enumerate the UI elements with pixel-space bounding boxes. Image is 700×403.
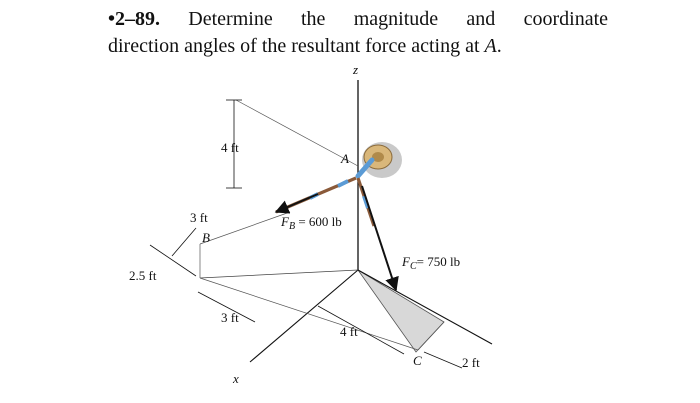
ground-triangle: [357, 269, 445, 353]
problem-statement: •2–89. Determine the magnitude and coord…: [108, 6, 608, 60]
wall-plate-hub: [372, 152, 384, 162]
problem-word-3: magnitude: [353, 8, 439, 30]
problem-point-a: A: [484, 35, 497, 57]
dim-height-label: 4 ft: [221, 140, 239, 155]
force-c-label: FC= 750 lb: [401, 254, 460, 272]
force-c-subscript: C: [410, 261, 417, 272]
problem-line-1: •2–89. Determine the magnitude and coord…: [108, 6, 608, 33]
base-line-b: [199, 269, 359, 279]
construction-line-b-c: [199, 277, 419, 351]
dim-c-x-label: 2 ft: [462, 355, 480, 370]
force-b-label: FB = 600 lb: [280, 214, 342, 232]
force-c-value: = 750 lb: [417, 254, 460, 269]
dim-c-x-line: [423, 351, 463, 369]
dim-x-line: [197, 291, 256, 323]
construction-line-top: [235, 99, 359, 167]
problem-word-1: Determine: [188, 8, 273, 30]
point-c-label: C: [413, 353, 422, 368]
problem-word-2: the: [300, 8, 326, 30]
problem-number: •2–89.: [108, 8, 161, 30]
dim-b-x-label: 3 ft: [190, 210, 208, 225]
force-b-symbol: F: [280, 214, 290, 229]
y-axis-ground: [357, 269, 493, 345]
dim-c-y-line: [317, 305, 405, 355]
c-to-ground-line: [417, 321, 445, 351]
x-axis: [249, 269, 359, 363]
construction-line-b-top: [199, 211, 291, 245]
dim-c-y-label: 4 ft: [340, 324, 358, 339]
cable-b-blue-segment: [337, 179, 349, 188]
force-c-arrow: [361, 185, 399, 292]
bracket-arm: [355, 157, 375, 179]
axis-z-label: z: [352, 62, 358, 77]
dim-x-label: 3 ft: [221, 310, 239, 325]
point-b-label: B: [202, 230, 210, 245]
problem-line-2-end: .: [496, 35, 502, 57]
axis-x-label: x: [232, 371, 239, 386]
dim-b-x-line: [171, 227, 197, 257]
force-b-value: = 600 lb: [295, 214, 342, 229]
problem-word-5: coordinate: [523, 8, 608, 30]
problem-line-2: direction angles of the resultant force …: [108, 33, 608, 60]
problem-word-4: and: [466, 8, 496, 30]
force-b-arrow: [274, 193, 319, 214]
dim-b-y-label: 2.5 ft: [129, 268, 157, 283]
force-b-subscript: B: [289, 221, 295, 232]
point-a-label: A: [340, 151, 349, 166]
dim-b-y-line: [149, 244, 197, 277]
force-c-symbol: F: [401, 254, 411, 269]
cable-c-blue-segment: [362, 195, 370, 209]
problem-line-2-text: direction angles of the resultant force …: [108, 35, 480, 57]
